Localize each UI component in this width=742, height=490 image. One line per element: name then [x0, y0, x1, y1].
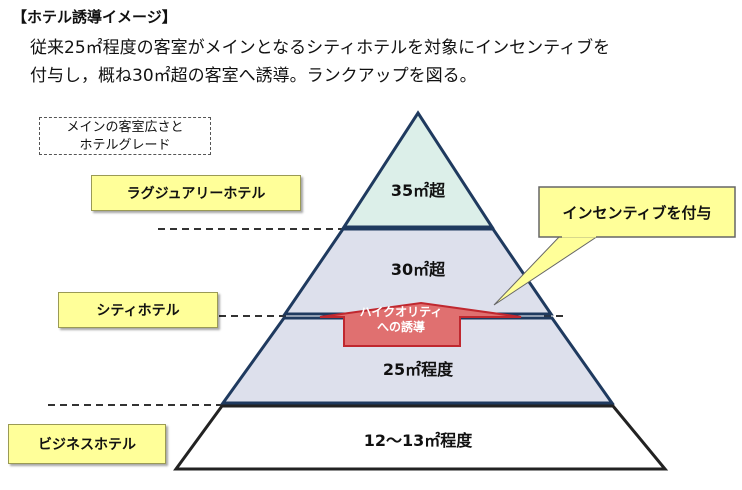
- legend-line-1: メインの客室広さと: [66, 120, 184, 135]
- tier-label-business: ビジネスホテル: [8, 424, 166, 464]
- arrow-label-line-1: ハイクオリティ: [359, 305, 443, 319]
- tier-label-luxury: ラグジュアリーホテル: [91, 175, 301, 211]
- pyramid-top-label: 35㎡超: [390, 181, 446, 200]
- arrow-label-line-2: への誘導: [376, 320, 425, 334]
- description-line-2: 付与し，概ね30㎡超の客室へ誘導。ランクアップを図る。: [30, 66, 477, 86]
- callout-label: インセンティブを付与: [562, 203, 712, 222]
- pyramid-bottom-tier: [173, 404, 669, 471]
- tier-label-city: シティホテル: [58, 292, 218, 328]
- pyramid-upper-label: 30㎡超: [390, 260, 446, 279]
- page-title: 【ホテル誘導イメージ】: [12, 8, 177, 26]
- pyramid-upper-tier: [282, 227, 554, 316]
- legend-note: メインの客室広さと ホテルグレード: [39, 117, 211, 155]
- description: 従来25㎡程度の客室がメインとなるシティホテルを対象にインセンティブを 付与し，…: [30, 34, 610, 90]
- pyramid-top-tier: [341, 110, 495, 229]
- upgrade-arrow: [319, 301, 522, 347]
- description-line-1: 従来25㎡程度の客室がメインとなるシティホテルを対象にインセンティブを: [30, 38, 611, 58]
- pyramid-bottom-label: 12～13㎡程度: [363, 431, 473, 450]
- legend-line-2: ホテルグレード: [79, 138, 171, 153]
- pyramid-middle-label: 25㎡程度: [382, 360, 454, 379]
- callout-box: [538, 186, 736, 238]
- arrow-label: ハイクオリティ への誘導: [343, 305, 459, 335]
